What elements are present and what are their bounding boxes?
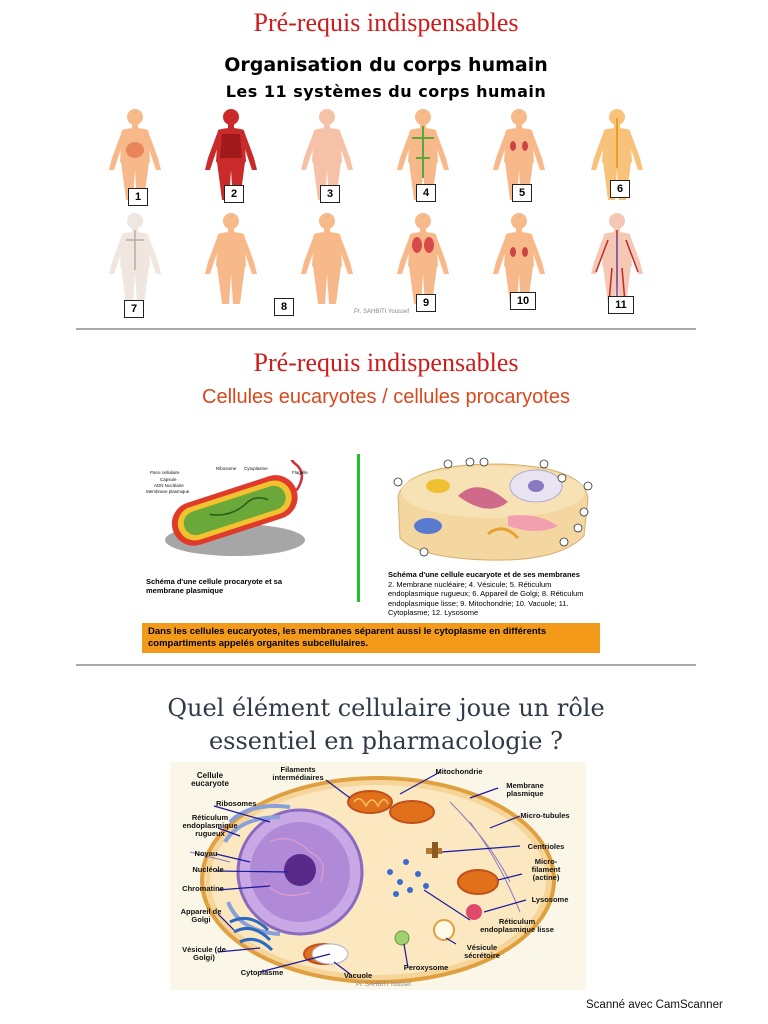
- body-figure-digestive: [109, 109, 161, 200]
- system-number-11: 11: [608, 296, 634, 314]
- label-micro-filament: Micro-filament (actine): [531, 857, 561, 882]
- eukaryote-cell-illustration: [393, 457, 593, 561]
- body-figure-excretory: [493, 213, 545, 304]
- label-lysosome: Lysosome: [531, 895, 569, 904]
- body-figure-skeletal: [109, 213, 161, 304]
- label-appareil-golgi: Appareil de Golgi: [180, 907, 222, 924]
- system-number-8: 8: [274, 298, 294, 316]
- slide3-question-line2: essentiel en pharmacologie ?: [208, 727, 564, 755]
- label-cytoplasme: Cytoplasme: [240, 968, 284, 977]
- prokaryote-label-ribosome: Ribosome: [216, 466, 237, 471]
- prokaryote-label-adn: ADN Nucléaire: [154, 483, 184, 488]
- camscanner-footer: Scanné avec CamScanner: [586, 999, 723, 1011]
- label-centrioles: Centrioles: [527, 842, 565, 851]
- body-figure-respiratory: [397, 213, 449, 304]
- system-number-9: 9: [416, 294, 436, 312]
- body-figure-lymphatic: [397, 109, 449, 200]
- system-number-6: 6: [610, 180, 630, 198]
- prokaryote-cell-illustration: [165, 460, 305, 556]
- system-number-4: 4: [416, 184, 436, 202]
- prokaryote-caption: Schéma d'une cellule procaryote et sa me…: [146, 577, 283, 595]
- system-number-10: 10: [510, 292, 536, 310]
- slide3-credit: Pr. SAHBITI Youssef: [356, 982, 412, 988]
- label-reticulum-rugueux: Réticulum endoplasmique rugueux: [182, 813, 238, 838]
- label-peroxysome: Peroxysome: [403, 963, 449, 972]
- slide3-question-line1: Quel élément cellulaire joue un rôle: [167, 694, 605, 722]
- slide-divider-2: [76, 664, 696, 666]
- eukaryote-caption: Schéma d'une cellule eucaryote et de ses…: [388, 570, 588, 618]
- body-figure-urinary: [493, 109, 545, 200]
- label-filaments-intermediaires: Filaments intermédiaires: [272, 765, 324, 782]
- label-mitochondrie: Mitochondrie: [435, 767, 483, 776]
- prokaryote-label-flagelle: Flagelle: [292, 470, 308, 475]
- body-figure-muscular: [205, 109, 257, 200]
- slide-divider-1: [76, 328, 696, 330]
- prokaryote-label-cytoplasme: Cytoplasme: [244, 466, 268, 471]
- system-number-3: 3: [320, 185, 340, 203]
- cell-separator-line: [357, 454, 360, 602]
- slide1-subtitle: Organisation du corps humain: [224, 54, 548, 76]
- label-vesicule-secretoire: Vésicule sécrétoire: [464, 943, 500, 960]
- label-nucleole: Nucléole: [192, 865, 224, 874]
- body-figure-reproductive: [301, 213, 353, 304]
- label-noyau: Noyau: [194, 849, 218, 858]
- slide-cell-types: Pré-requis indispensables Cellules eucar…: [78, 330, 694, 664]
- label-membrane-plasmique: Membrane plasmique: [506, 781, 544, 798]
- body-figure-circulatory: [591, 213, 643, 304]
- cell-title-label: Cellule eucaryote: [191, 771, 229, 788]
- label-ribosomes: Ribosomes: [216, 799, 257, 808]
- system-number-5: 5: [512, 184, 532, 202]
- label-micro-tubules: Micro-tubules: [520, 811, 570, 820]
- label-vesicule-golgi: Vésicule (de Golgi): [182, 945, 226, 962]
- system-number-2: 2: [224, 185, 244, 203]
- eukaryote-caption-bold: Schéma d'une cellule eucaryote et de ses…: [388, 570, 580, 579]
- prokaryote-label-paroi: Paroi cellulaire: [150, 470, 180, 475]
- body-figure-endocrine: [205, 213, 257, 304]
- animal-cell-illustration: [189, 771, 556, 984]
- system-number-1: 1: [128, 188, 148, 206]
- label-reticulum-lisse: Réticulum endoplasmique lisse: [480, 917, 554, 934]
- label-chromatine: Chromatine: [182, 884, 224, 893]
- body-systems-illustration: [109, 109, 643, 304]
- slide2-subtitle: Cellules eucaryotes / cellules procaryot…: [202, 386, 570, 408]
- organelles-banner: Dans les cellules eucaryotes, les membra…: [142, 623, 600, 653]
- prokaryote-label-capsule: Capsule: [160, 477, 177, 482]
- slide-body-systems: Pré-requis indispensables Organisation d…: [78, 0, 694, 328]
- slide2-title: Pré-requis indispensables: [253, 348, 519, 377]
- eukaryote-caption-rest: 2. Membrane nucléaire; 4. Vésicule; 5. R…: [388, 579, 584, 618]
- slide1-credit: Pr. SAHBITI Youssef: [354, 309, 410, 315]
- body-figure-nervous: [591, 109, 643, 200]
- prokaryote-label-membrane: Membrane plasmique: [146, 489, 190, 494]
- slide1-title: Pré-requis indispensables: [253, 8, 519, 37]
- label-vacuole: Vacuole: [343, 971, 373, 980]
- slide1-heading: Les 11 systèmes du corps humain: [225, 82, 547, 101]
- system-number-7: 7: [124, 300, 144, 318]
